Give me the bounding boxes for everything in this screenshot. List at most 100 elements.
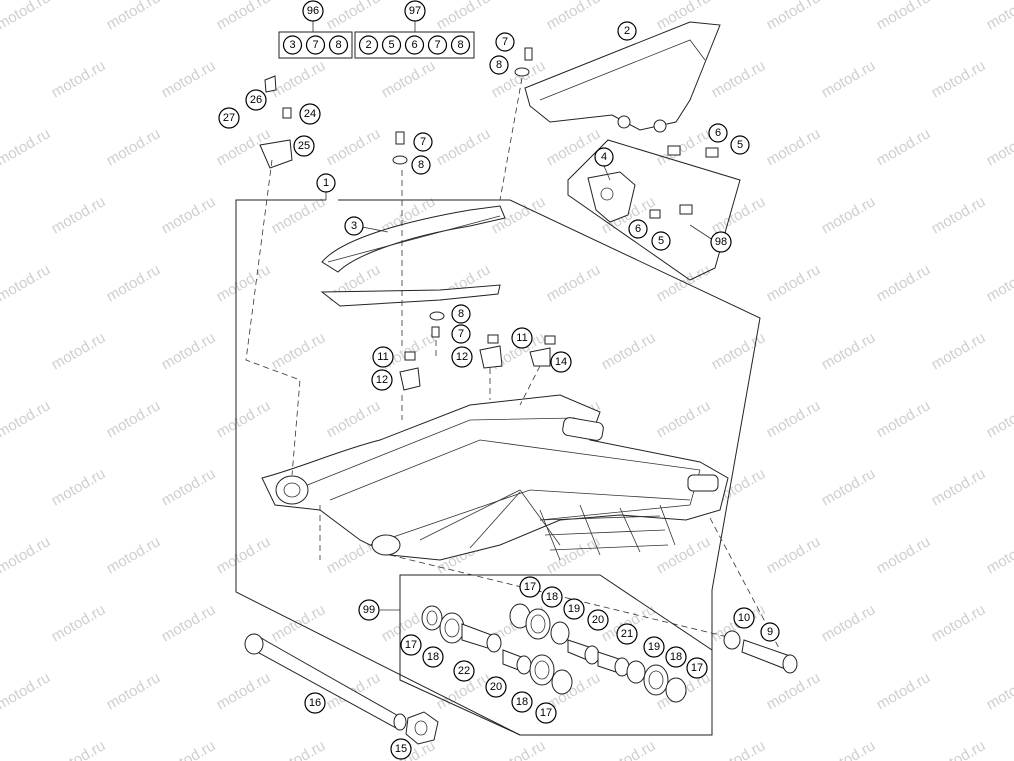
watermark-text: motod.ru — [819, 737, 879, 761]
svg-text:96: 96 — [307, 5, 319, 17]
kit-item-7: 7 — [427, 35, 448, 55]
bearing-parts — [421, 603, 687, 703]
callout-25: 25 — [293, 135, 315, 157]
watermark-text: motod.ru — [214, 533, 274, 577]
callout-19: 19 — [643, 636, 665, 658]
callout-number: 18 — [546, 591, 558, 603]
callout-circle — [550, 351, 572, 373]
callout-circle — [651, 231, 671, 251]
callout-number: 26 — [250, 94, 262, 106]
watermark-text: motod.ru — [544, 125, 604, 169]
callout-number: 10 — [738, 612, 750, 624]
watermark-text: motod.ru — [599, 737, 659, 761]
callout-circle — [371, 369, 393, 391]
callout-circle — [710, 231, 732, 253]
svg-text:3: 3 — [289, 39, 295, 51]
callout-circle — [372, 346, 394, 368]
callout-circle — [563, 598, 585, 620]
watermark-text: motod.ru — [104, 397, 164, 441]
watermark-text: motod.ru — [159, 601, 219, 645]
callout-18: 18 — [511, 691, 533, 713]
svg-text:8: 8 — [335, 39, 341, 51]
watermark-text: motod.ru — [104, 261, 164, 305]
watermark-text: motod.ru — [929, 193, 989, 237]
watermark-text: motod.ru — [159, 193, 219, 237]
callout-circle — [485, 676, 507, 698]
watermark-text: motod.ru — [819, 601, 879, 645]
watermark-text: motod.ru — [0, 533, 53, 577]
watermark-text: motod.ru — [984, 0, 1014, 33]
watermark-text: motod.ru — [929, 57, 989, 101]
callout-20: 20 — [485, 676, 507, 698]
watermark-text: motod.ru — [654, 261, 714, 305]
kit-99-outline — [399, 574, 713, 736]
callout-18: 18 — [541, 586, 563, 608]
callout-circle — [733, 607, 755, 629]
watermark-text: motod.ru — [104, 533, 164, 577]
watermark-text: motod.ru — [764, 261, 824, 305]
callout-number: 3 — [351, 220, 357, 232]
callout-16: 16 — [304, 692, 326, 714]
callout-circle — [344, 216, 364, 236]
callout-number: 14 — [555, 356, 567, 368]
callout-number: 6 — [635, 223, 641, 235]
callout-number: 8 — [418, 159, 424, 171]
callout-11: 11 — [511, 327, 533, 349]
watermark-text: motod.ru — [324, 0, 384, 33]
callout-circle — [541, 586, 563, 608]
watermark-text: motod.ru — [654, 533, 714, 577]
callout-17: 17 — [519, 576, 541, 598]
callout-17: 17 — [686, 657, 708, 679]
watermark-text: motod.ru — [544, 261, 604, 305]
watermark-text: motod.ru — [929, 465, 989, 509]
callout-24: 24 — [299, 103, 321, 125]
kit-97-label: 97 — [404, 0, 426, 22]
watermark-text: motod.ru — [599, 329, 659, 373]
callout-5: 5 — [730, 135, 750, 155]
watermark-text: motod.ru — [49, 465, 109, 509]
callout-8: 8 — [489, 55, 509, 75]
callout-circle — [511, 327, 533, 349]
callout-6: 6 — [628, 219, 648, 239]
kit-97-box — [354, 31, 475, 59]
svg-text:8: 8 — [457, 39, 463, 51]
watermark-text: motod.ru — [0, 125, 53, 169]
callout-circle — [413, 132, 433, 152]
callout-number: 7 — [420, 136, 426, 148]
callout-circle — [708, 123, 728, 143]
callout-20: 20 — [587, 609, 609, 631]
watermark-text: motod.ru — [104, 669, 164, 713]
callout-number: 1 — [323, 177, 329, 189]
callout-27: 27 — [218, 107, 240, 129]
callout-circle — [422, 646, 444, 668]
callout-12: 12 — [451, 346, 473, 368]
chain-guard — [524, 21, 721, 133]
callout-circle — [643, 636, 665, 658]
kit-item-8: 8 — [328, 35, 349, 55]
callout-number: 27 — [223, 112, 235, 124]
callout-circle — [760, 622, 780, 642]
callout-9: 9 — [760, 622, 780, 642]
watermark-text: motod.ru — [984, 669, 1014, 713]
callout-number: 20 — [592, 614, 604, 626]
callout-circle — [453, 660, 475, 682]
watermark-text: motod.ru — [984, 533, 1014, 577]
callout-3: 3 — [344, 216, 364, 236]
callout-8: 8 — [411, 155, 431, 175]
callout-7: 7 — [495, 32, 515, 52]
callout-15: 15 — [390, 738, 412, 760]
callout-number: 20 — [490, 681, 502, 693]
callout-10: 10 — [733, 607, 755, 629]
callout-circle — [519, 576, 541, 598]
callout-circle — [400, 634, 422, 656]
watermark-text: motod.ru — [874, 125, 934, 169]
callout-circle — [594, 147, 614, 167]
watermark-text: motod.ru — [819, 193, 879, 237]
kit-96-label: 96 — [302, 0, 324, 22]
watermark-text: motod.ru — [984, 261, 1014, 305]
watermark-text: motod.ru — [874, 261, 934, 305]
watermark-text: motod.ru — [929, 737, 989, 761]
